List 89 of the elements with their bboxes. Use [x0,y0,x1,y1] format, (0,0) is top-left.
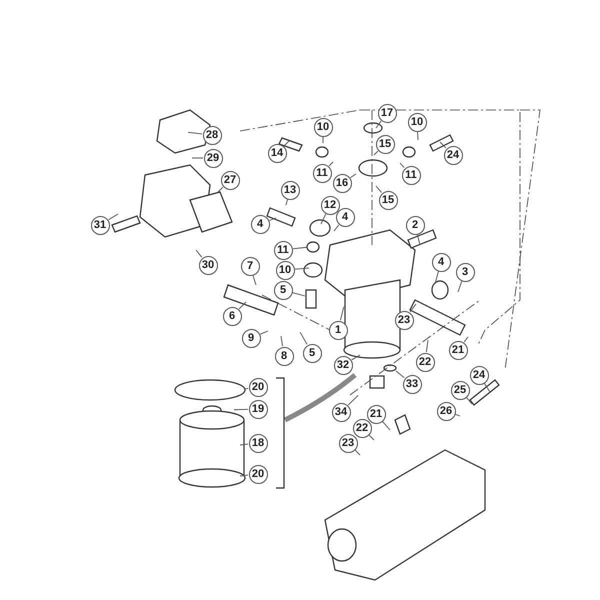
callout-number: 1 [328,320,348,340]
leader-line [464,336,468,343]
leader-line [286,199,288,206]
leader-line [350,174,356,178]
callout-number: 13 [280,180,300,200]
callout-number: 10 [276,260,294,280]
leader-line [400,162,405,168]
callout-number: 24 [444,146,462,164]
leader-line [218,186,224,192]
callout-number: 20 [248,464,268,484]
callout-number: 8 [274,346,294,366]
callout-number: 4 [336,208,354,226]
callout-number: 30 [198,256,218,274]
callout-number: 19 [248,400,268,418]
callout-number: 33 [402,374,422,394]
callout-number: 7 [240,256,260,276]
leader-line [292,246,308,250]
leader-line [416,234,420,246]
callout-number: 27 [220,170,240,190]
leader-line [484,382,490,392]
callout-number: 23 [338,434,358,452]
callout-number: 11 [312,164,332,182]
callout-number: 22 [352,418,372,438]
callout-number: 34 [332,402,350,422]
callout-number: 15 [376,134,394,154]
callout-number: 2 [406,216,424,234]
leader-line [348,394,359,406]
callout-number: 12 [320,196,340,214]
leader-line [240,474,248,476]
callout-number: 5 [274,280,292,300]
leader-line [252,275,256,286]
callout-number: 6 [222,306,242,326]
leader-line [268,218,276,221]
callout-number: 15 [378,190,398,210]
leader-line [354,450,360,456]
callout-number: 5 [302,344,322,362]
callout-number: 18 [248,434,268,452]
leader-line [376,120,382,128]
leader-line [426,340,428,353]
callout-number: 9 [242,328,260,348]
leader-line [466,397,472,404]
callout-number: 25 [450,380,470,400]
leader-line [328,162,334,166]
leader-line [440,142,446,148]
leader-line [340,306,344,321]
leader-line [238,302,246,310]
callout-number: 21 [448,340,468,360]
leader-line [376,186,382,193]
leader-line [368,434,374,440]
leader-line [240,444,248,446]
leader-line [410,304,416,312]
leader-line [244,388,249,390]
leader-line [351,354,360,360]
leader-line [320,214,326,224]
leader-line [280,336,283,347]
callout-number: 26 [436,402,456,420]
callout-number: 29 [204,148,222,168]
leader-line [234,408,248,410]
callout-number: 22 [416,352,434,372]
callout-number: 10 [314,118,332,136]
callout-number: 11 [274,240,292,260]
callout-number: 32 [334,356,352,374]
callout-number: 31 [90,216,110,234]
leader-line [458,281,462,292]
callout-number: 11 [402,166,420,184]
leader-line [292,292,306,296]
callout-number: 4 [250,214,270,234]
callout-number: 14 [268,144,286,162]
callout-number: 20 [248,378,268,396]
leader-line [196,250,202,258]
callout-number: 16 [332,174,352,192]
leader-line [260,330,268,335]
callout-number: 24 [470,366,488,384]
leader-line [284,140,290,146]
leader-line [374,150,378,156]
callout-number: 10 [408,112,426,132]
callout-number: 17 [378,104,396,122]
callout-number: 3 [456,262,474,282]
callout-number: 21 [366,404,386,424]
callout-number: 4 [432,252,450,272]
leader-line [417,132,418,140]
leader-line [188,132,202,134]
leader-line [334,224,340,232]
leader-line [294,268,310,270]
leader-line [396,370,405,378]
leader-line [300,332,308,345]
leader-line [382,421,390,430]
leader-line [434,271,439,284]
leader-line [108,214,118,220]
